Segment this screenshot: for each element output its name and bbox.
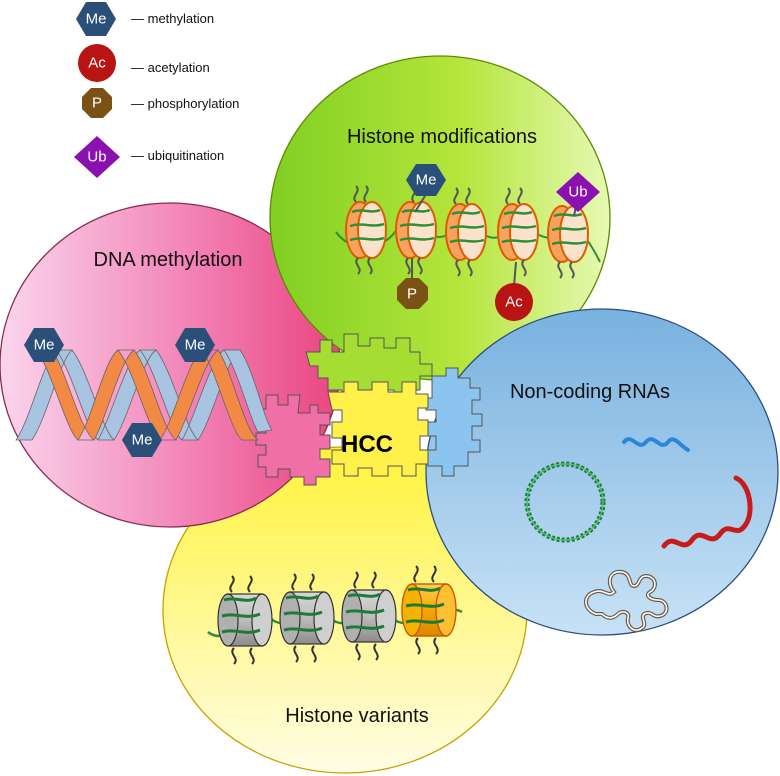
svg-text:Me: Me — [416, 172, 437, 189]
svg-text:Ub: Ub — [568, 184, 587, 201]
svg-text:P: P — [407, 286, 417, 303]
ubiquitination-diamond-icon — [556, 172, 600, 212]
phosphorylation-mark-histone: P — [397, 278, 428, 309]
methylation-hexagon-icon — [76, 2, 116, 36]
ubiquitination-diamond-icon — [74, 136, 120, 178]
legend-item-methylation: Me — methylation — [76, 2, 214, 36]
methylation-hexagon-icon — [122, 423, 162, 457]
title-histone-modifications: Histone modifications — [347, 126, 537, 148]
modified-nucleosome-array: Me Ub P Ac — [335, 164, 601, 321]
legend-item-acetylation: Ac — acetylation — [78, 44, 210, 82]
legend-symbol-ac: Ac — [88, 55, 106, 72]
svg-text:Me: Me — [34, 337, 55, 354]
dna-double-helix — [15, 349, 273, 441]
legend-label-phosphorylation: — phosphorylation — [131, 96, 239, 111]
svg-text:Me: Me — [185, 337, 206, 354]
methylation-mark-dna-1: Me — [24, 328, 64, 362]
legend-label-acetylation: — acetylation — [131, 60, 210, 75]
svg-text:Ac: Ac — [505, 294, 523, 311]
canonical-histone-2 — [279, 573, 335, 663]
legend-item-ubiquitination: Ub — ubiquitination — [74, 136, 224, 178]
methylation-hexagon-icon — [406, 164, 446, 196]
dna-strand-orange — [35, 349, 260, 441]
methylation-hexagon-icon — [175, 328, 215, 362]
noncoding-rna-illustrations — [524, 437, 753, 633]
nucleosome-5 — [547, 205, 589, 279]
methylation-mark-histone: Me — [406, 164, 446, 196]
acetylation-circle-icon — [495, 283, 533, 321]
phosphorylation-octagon-icon — [82, 88, 112, 118]
center-label: HCC — [341, 431, 393, 458]
methylation-hexagon-icon — [24, 328, 64, 362]
phosphorylation-octagon-icon — [397, 278, 428, 309]
nucleosome-4 — [497, 187, 539, 277]
circle-noncoding-rnas — [425, 308, 779, 636]
methylation-mark-dna-2: Me — [175, 328, 215, 362]
legend-symbol-me: Me — [86, 11, 107, 28]
short-rna-icon — [622, 437, 690, 452]
legend-label-methylation: — methylation — [131, 11, 214, 26]
variant-histone — [401, 565, 457, 655]
legend-item-phosphorylation: P — phosphorylation — [82, 88, 239, 118]
puzzle-piece-blue — [425, 367, 483, 477]
long-rna-icon — [661, 475, 753, 549]
histone-variant-array — [207, 565, 463, 665]
legend: Me — methylation Ac — acetylation P — ph… — [74, 2, 239, 178]
title-histone-variants: Histone variants — [285, 705, 428, 727]
acetylation-mark-histone: Ac — [495, 283, 533, 321]
nucleosome-1 — [345, 185, 387, 275]
nucleosome-2 — [395, 185, 437, 275]
title-dna-methylation: DNA methylation — [94, 249, 243, 271]
canonical-histone-1 — [217, 575, 273, 665]
ubiquitination-mark-histone: Ub — [556, 172, 600, 212]
dna-strand-blue-tail — [223, 349, 273, 433]
legend-label-ubiquitination: — ubiquitination — [131, 148, 224, 163]
svg-text:Me: Me — [132, 432, 153, 449]
nucleosome-3 — [445, 187, 487, 277]
methylation-mark-dna-3: Me — [122, 423, 162, 457]
legend-symbol-ub: Ub — [87, 149, 106, 166]
canonical-histone-3 — [341, 571, 397, 661]
acetylation-circle-icon — [78, 44, 116, 82]
puzzle-piece-yellow — [327, 381, 429, 477]
legend-symbol-p: P — [92, 95, 102, 112]
title-noncoding-rnas: Non-coding RNAs — [510, 381, 670, 403]
hcc-puzzle: HCC — [255, 333, 483, 486]
